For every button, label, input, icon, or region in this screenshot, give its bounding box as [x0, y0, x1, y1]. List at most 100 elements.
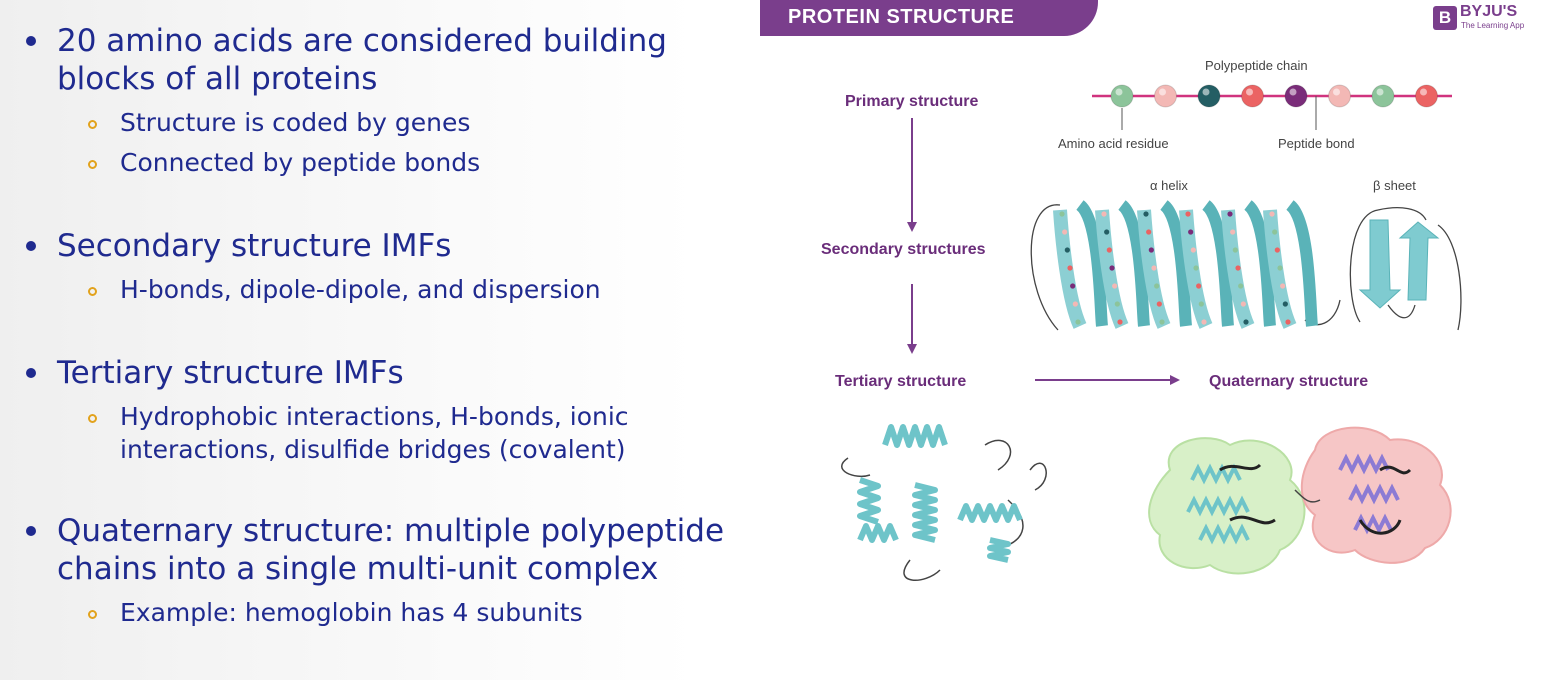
helix-residue-bead: [1109, 265, 1115, 271]
residue-highlight: [1420, 88, 1427, 96]
banner-title: PROTEIN STRUCTURE: [788, 6, 1015, 28]
residue-highlight: [1333, 88, 1340, 96]
label-alpha-helix: α helix: [1150, 178, 1188, 193]
helix-residue-bead: [1238, 283, 1244, 289]
helix-residue-bead: [1198, 301, 1204, 307]
helix-residue-bead: [1227, 211, 1233, 217]
byjus-logo-icon: B: [1433, 6, 1457, 30]
helix-residue-bead: [1274, 247, 1280, 253]
helix-residue-bead: [1190, 247, 1196, 253]
helix-front-turn: [1263, 209, 1297, 329]
sub-bullet-circle-icon: [88, 610, 97, 619]
sub-bullet-item: Example: hemoglobin has 4 subunits: [120, 598, 583, 627]
helix-back-turn: [1285, 200, 1318, 327]
amino-acid-residue-bead: [1415, 84, 1438, 108]
label-quaternary-structure: Quaternary structure: [1209, 373, 1368, 390]
bullet-item: Quaternary structure: multiple polypepti…: [57, 513, 725, 587]
helix-residue-bead: [1159, 319, 1165, 325]
residue-highlight: [1246, 88, 1253, 96]
helix-residue-bead: [1193, 265, 1199, 271]
helix-residue-bead: [1156, 301, 1162, 307]
amino-acid-residue-bead: [1328, 84, 1351, 108]
label-amino-acid-residue: Amino acid residue: [1058, 136, 1169, 151]
diagram-canvas: Primary structure Secondary structures T…: [821, 58, 1462, 581]
helix-residue-bead: [1072, 301, 1078, 307]
helix-residue-bead: [1067, 265, 1073, 271]
helix-residue-bead: [1282, 301, 1288, 307]
helix-back-turn: [1243, 200, 1276, 327]
amino-acid-residue-bead: [1241, 84, 1264, 108]
helix-residue-bead: [1151, 265, 1157, 271]
residue-highlight: [1115, 88, 1123, 96]
helix-front-turn: [1053, 209, 1087, 329]
label-tertiary-structure: Tertiary structure: [835, 373, 966, 390]
helix-residue-bead: [1240, 301, 1246, 307]
label-beta-sheet: β sheet: [1373, 178, 1416, 193]
helix-residue-bead: [1185, 211, 1191, 217]
amino-acid-residues: [1110, 84, 1438, 108]
sub-bullet-circle-icon: [88, 160, 97, 169]
bullet-dot-icon: [26, 526, 36, 536]
tertiary-structure-illustration: [841, 424, 1047, 581]
sub-bullet-circle-icon: [88, 414, 97, 423]
alpha-helix-illustration: [1030, 200, 1341, 331]
helix-residue-bead: [1280, 283, 1286, 289]
helix-residue-bead: [1196, 283, 1202, 289]
helix-residue-bead: [1230, 229, 1236, 235]
helix-front-turn: [1179, 209, 1213, 329]
sub-bullet-circle-icon: [88, 120, 97, 129]
sub-bullet-item: Structure is coded by genes: [120, 108, 471, 137]
sub-bullet-item: Hydrophobic interactions, H-bonds, ionic…: [120, 402, 629, 464]
helix-residue-bead: [1070, 283, 1076, 289]
logo-name: BYJU'S: [1460, 3, 1518, 20]
sub-bullet-circle-icon: [88, 287, 97, 296]
bullet-dot-icon: [26, 368, 36, 378]
protein-structure-diagram: PROTEIN STRUCTURE B BYJU'S The Learning …: [760, 0, 1548, 680]
beta-sheet-illustration: [1349, 207, 1462, 331]
helix-residue-bead: [1114, 301, 1120, 307]
helix-back-turn: [1075, 200, 1108, 327]
residue-highlight: [1289, 88, 1297, 96]
helix-residue-bead: [1064, 247, 1070, 253]
helix-residue-bead: [1059, 211, 1065, 217]
amino-acid-residue-bead: [1197, 84, 1221, 108]
helix-residue-bead: [1104, 229, 1110, 235]
helix-residue-bead: [1243, 319, 1249, 325]
residue-highlight: [1159, 88, 1166, 96]
helix-back-turn: [1201, 200, 1234, 327]
residue-highlight: [1376, 88, 1384, 96]
quaternary-structure-illustration: [1148, 426, 1452, 575]
helix-residue-bead: [1235, 265, 1241, 271]
helix-back-turn: [1159, 200, 1192, 327]
helix-front-turn: [1221, 209, 1255, 329]
amino-acid-residue-bead: [1154, 84, 1177, 108]
label-primary-structure: Primary structure: [845, 93, 978, 110]
helix-residue-bead: [1277, 265, 1283, 271]
helix-back-turn: [1117, 200, 1150, 327]
helix-residue-bead: [1272, 229, 1278, 235]
bullet-item: Secondary structure IMFs: [57, 228, 452, 264]
helix-residue-bead: [1117, 319, 1123, 325]
amino-acid-residue-bead: [1371, 84, 1395, 108]
logo-tagline: The Learning App: [1461, 21, 1525, 30]
helix-residue-bead: [1075, 319, 1081, 325]
diagram-banner: PROTEIN STRUCTURE: [760, 0, 1098, 36]
amino-acid-residue-bead: [1110, 84, 1134, 108]
sub-bullet-item: Connected by peptide bonds: [120, 148, 481, 177]
helix-residue-bead: [1143, 211, 1149, 217]
helix-residue-bead: [1112, 283, 1118, 289]
residue-highlight: [1202, 88, 1210, 96]
helix-residue-bead: [1269, 211, 1275, 217]
helix-residue-bead: [1148, 247, 1154, 253]
helix-residue-bead: [1232, 247, 1238, 253]
bullet-dot-icon: [26, 36, 36, 46]
helix-residue-bead: [1285, 319, 1291, 325]
label-peptide-bond: Peptide bond: [1278, 136, 1355, 151]
helix-residue-bead: [1154, 283, 1160, 289]
label-secondary-structures: Secondary structures: [821, 241, 986, 258]
helix-front-turn: [1137, 209, 1171, 329]
helix-residue-bead: [1201, 319, 1207, 325]
label-polypeptide-chain: Polypeptide chain: [1205, 58, 1308, 73]
